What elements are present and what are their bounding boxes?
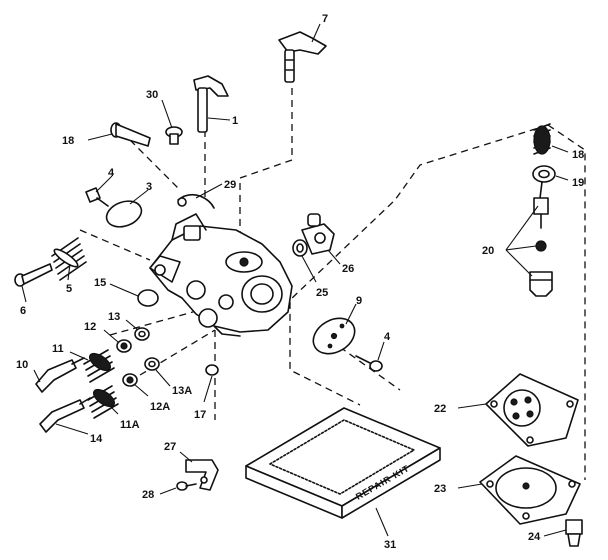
part-19-ring	[532, 165, 556, 183]
callout-18-left: 18	[62, 135, 74, 147]
callout-12a: 12A	[150, 401, 170, 413]
part-3-throttle-plate	[105, 200, 143, 228]
callout-24: 24	[528, 531, 541, 543]
part-7-throttle-shaft	[278, 31, 327, 83]
part-20-inlet-needle	[529, 181, 553, 297]
callout-5: 5	[66, 283, 72, 295]
callout-13: 13	[108, 311, 120, 323]
part-6-screw	[14, 263, 53, 287]
part-29-clip	[177, 193, 215, 209]
part-18-pin	[110, 122, 151, 147]
part-13a-washer	[144, 357, 160, 371]
callout-9: 9	[356, 295, 362, 307]
callout-22: 22	[434, 403, 446, 415]
part-4-screw-right	[355, 355, 383, 372]
callout-18-right: 18	[572, 149, 584, 161]
part-26-fuel-fitting	[301, 213, 335, 255]
callout-4-left: 4	[108, 167, 115, 179]
part-11-spring	[83, 349, 115, 383]
part-12a-oring	[122, 373, 138, 387]
part-12-oring	[116, 339, 132, 353]
callout-29: 29	[224, 179, 236, 191]
part-23-diaphragm	[479, 455, 581, 525]
part-31-repair-kit: REPAIR KIT	[245, 407, 441, 519]
callout-15: 15	[94, 277, 106, 289]
part-25-ring	[292, 239, 308, 257]
callout-14: 14	[90, 433, 103, 445]
callout-11a: 11A	[120, 419, 140, 431]
part-callouts: 7 30 1 18 4 3 29 6 5 15 13 12 11 10 14 1…	[16, 13, 584, 551]
part-27-bracket	[185, 459, 219, 491]
part-13-washer	[134, 327, 150, 341]
part-30-screw	[165, 126, 183, 145]
callout-19: 19	[572, 177, 584, 189]
callout-4-right: 4	[384, 331, 391, 343]
callout-28: 28	[142, 489, 154, 501]
callout-23: 23	[434, 483, 446, 495]
callout-10: 10	[16, 359, 28, 371]
part-15-plug	[137, 289, 159, 307]
callout-1: 1	[232, 115, 238, 127]
part-11a-spring	[87, 385, 119, 419]
callout-11: 11	[52, 343, 64, 355]
callout-27: 27	[164, 441, 176, 453]
part-22-gasket	[485, 373, 579, 447]
part-9-plate	[312, 317, 356, 355]
part-10-idle-needle	[35, 357, 85, 393]
callout-26: 26	[342, 263, 354, 275]
callout-7: 7	[322, 13, 328, 25]
part-18-spring	[533, 123, 551, 155]
callout-13a: 13A	[172, 385, 192, 397]
part-14-main-needle	[39, 397, 91, 433]
callout-20: 20	[482, 245, 494, 257]
callout-12: 12	[84, 321, 96, 333]
callout-3: 3	[146, 181, 152, 193]
callout-17: 17	[194, 409, 206, 421]
part-17-cup-plug	[205, 364, 219, 376]
callout-25: 25	[316, 287, 328, 299]
part-28-screw	[176, 481, 197, 491]
part-1-choke-shaft	[193, 75, 229, 133]
callout-6: 6	[20, 305, 26, 317]
callout-31: 31	[384, 539, 396, 551]
callout-30: 30	[146, 89, 158, 101]
carburetor-body	[149, 213, 293, 337]
part-5-spring	[51, 237, 87, 281]
part-24-screw	[565, 519, 583, 547]
leader-lines	[21, 23, 569, 537]
